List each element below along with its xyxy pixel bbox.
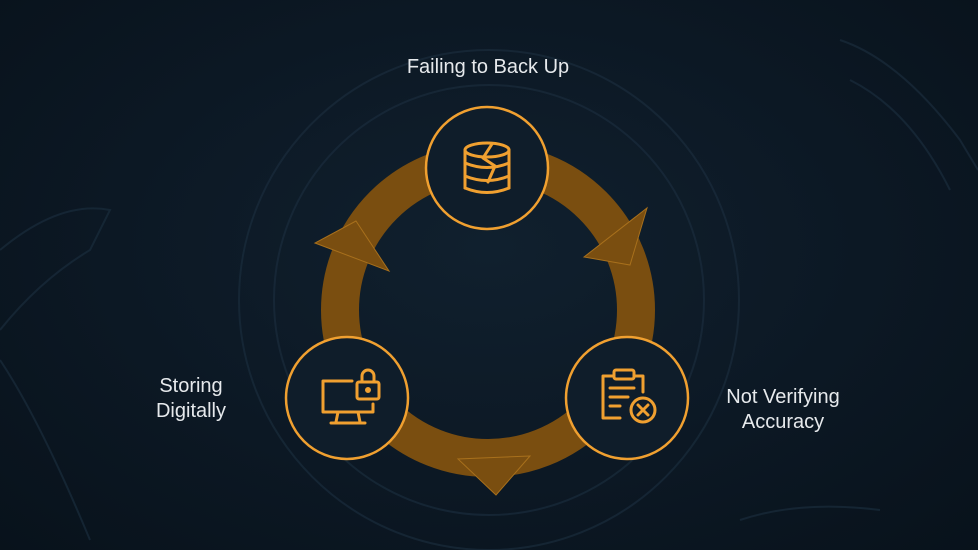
node-not-verifying-accuracy xyxy=(564,335,690,461)
label-line: Storing xyxy=(159,375,223,397)
label-line: Digitally xyxy=(155,400,227,422)
label-failing-to-back-up: Failing to Back Up xyxy=(388,55,588,80)
node-failing-to-back-up xyxy=(424,105,550,231)
node-circle xyxy=(284,335,410,461)
clipboard-x-icon xyxy=(601,368,657,424)
locked-monitor-icon xyxy=(321,368,381,425)
label-line: Not Verifying xyxy=(726,386,840,408)
arrow-head-left xyxy=(313,220,391,273)
label-storing-digitally: Storing Digitally xyxy=(131,374,251,424)
label-not-verifying-accuracy: Not Verifying Accuracy xyxy=(703,385,863,435)
label-line: Accuracy xyxy=(741,411,825,433)
label-line: Failing to Back Up xyxy=(406,56,570,78)
node-storing-digitally xyxy=(284,335,410,461)
arrow-head-right xyxy=(582,206,648,266)
cracked-database-icon xyxy=(463,141,511,194)
arrow-head-bottom xyxy=(456,455,532,496)
